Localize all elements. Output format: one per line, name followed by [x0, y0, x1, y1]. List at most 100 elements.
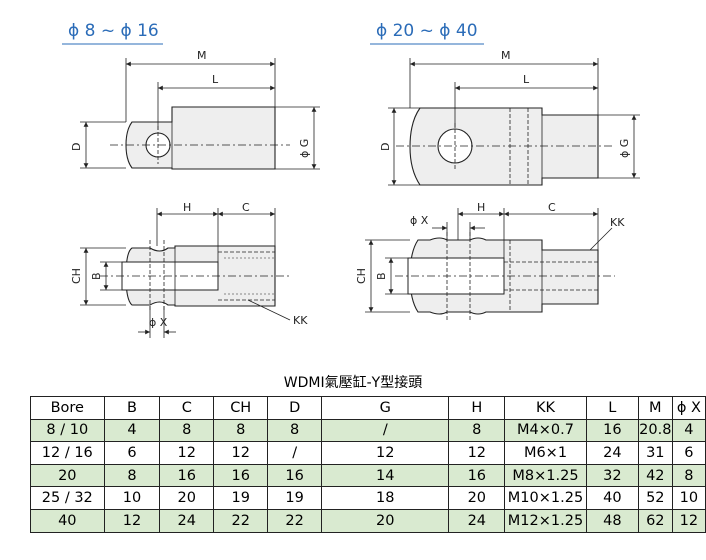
- dim-H-small: H: [183, 201, 191, 214]
- table-cell: 20: [30, 463, 105, 488]
- dim-D-large: D: [379, 143, 392, 151]
- table-cell: 19: [267, 486, 323, 510]
- table-cell: 24: [159, 508, 215, 533]
- table-cell: 52: [637, 486, 673, 510]
- table-cell: M10×1.25: [504, 486, 587, 510]
- table-cell: 62: [637, 508, 673, 533]
- table-cell: 8: [103, 463, 161, 488]
- table-cell: 10: [671, 486, 706, 510]
- range-label-small: ϕ 8 ~ ϕ 16: [68, 21, 159, 41]
- table-cell: 10: [103, 486, 161, 510]
- table-cell: 31: [637, 441, 673, 465]
- table-cell: 12: [448, 441, 506, 465]
- table-cell: 8: [267, 418, 323, 443]
- table-cell: M8×1.25: [504, 463, 587, 488]
- table-cell: 8 / 10: [30, 418, 105, 443]
- table-cell: 4: [103, 418, 161, 443]
- table-cell: 22: [213, 508, 269, 533]
- table-cell: 12: [321, 441, 450, 465]
- small-clevis-side-view: [80, 208, 291, 338]
- table-cell: 4: [671, 418, 706, 443]
- table-cell: 12: [671, 508, 706, 533]
- column-header: ϕ X: [671, 396, 706, 420]
- table-cell: 8: [671, 463, 706, 488]
- table-cell: 16: [213, 463, 269, 488]
- dim-B-small: B: [90, 272, 103, 280]
- table-cell: M6×1: [504, 441, 587, 465]
- technical-drawing: M L D ϕ G M L D ϕ G: [62, 43, 640, 338]
- column-header: Bore: [30, 396, 105, 420]
- small-clevis-top-view: [80, 58, 320, 170]
- table-cell: 22: [267, 508, 323, 533]
- column-header: C: [159, 396, 215, 420]
- table-cell: 24: [448, 508, 506, 533]
- table-cell: 16: [585, 418, 639, 443]
- dim-B-large: B: [375, 272, 388, 280]
- large-clevis-top-view: [388, 58, 640, 186]
- table-cell: 18: [321, 486, 450, 510]
- dim-G-small: ϕ G: [298, 139, 311, 158]
- table-cell: 16: [159, 463, 215, 488]
- dim-C-small: C: [242, 201, 250, 214]
- table-cell: 40: [30, 508, 105, 533]
- dim-D-small: D: [70, 143, 83, 151]
- table-cell: 6: [103, 441, 161, 465]
- range-label-large: ϕ 20 ~ ϕ 40: [376, 21, 478, 41]
- table-cell: 20.8: [637, 418, 673, 443]
- dim-L-small: L: [212, 73, 219, 86]
- dim-CH-small: CH: [70, 268, 83, 284]
- column-header: CH: [213, 396, 269, 420]
- table-cell: 12: [159, 441, 215, 465]
- table-cell: 40: [585, 486, 639, 510]
- dim-H-large: H: [477, 201, 485, 214]
- dim-KK-small: KK: [293, 314, 308, 327]
- table-cell: 12: [103, 508, 161, 533]
- table-cell: /: [321, 418, 450, 443]
- column-header: G: [321, 396, 450, 420]
- column-header: M: [637, 396, 673, 420]
- table-cell: 16: [448, 463, 506, 488]
- dim-G-large: ϕ G: [618, 139, 631, 158]
- table-cell: 16: [267, 463, 323, 488]
- dim-C-large: C: [548, 201, 556, 214]
- column-header: D: [267, 396, 323, 420]
- table-cell: 8: [159, 418, 215, 443]
- table-title: WDMI氣壓缸-Y型接頭: [283, 375, 423, 391]
- dim-M-small: M: [197, 49, 207, 62]
- table-cell: 32: [585, 463, 639, 488]
- table-cell: 20: [448, 486, 506, 510]
- table-cell: 12 / 16: [30, 441, 105, 465]
- table-cell: 24: [585, 441, 639, 465]
- column-header: B: [103, 396, 161, 420]
- table-cell: M12×1.25: [504, 508, 587, 533]
- dim-L-large: L: [523, 73, 530, 86]
- dim-KK-large: KK: [610, 216, 625, 229]
- column-header: H: [448, 396, 506, 420]
- column-header: KK: [504, 396, 587, 420]
- dim-X-large: ϕ X: [410, 214, 429, 227]
- dim-CH-large: CH: [355, 268, 368, 284]
- table-cell: 42: [637, 463, 673, 488]
- table-cell: 8: [213, 418, 269, 443]
- table-cell: /: [267, 441, 323, 465]
- table-cell: 48: [585, 508, 639, 533]
- table-cell: 14: [321, 463, 450, 488]
- table-cell: 19: [213, 486, 269, 510]
- table-cell: M4×0.7: [504, 418, 587, 443]
- table-cell: 12: [213, 441, 269, 465]
- dim-X-small: ϕ X: [149, 316, 168, 329]
- table-cell: 20: [321, 508, 450, 533]
- table-cell: 25 / 32: [30, 486, 105, 510]
- column-header: L: [585, 396, 639, 420]
- large-clevis-side-view: [365, 208, 615, 320]
- table-cell: 8: [448, 418, 506, 443]
- table-cell: 20: [159, 486, 215, 510]
- table-cell: 6: [671, 441, 706, 465]
